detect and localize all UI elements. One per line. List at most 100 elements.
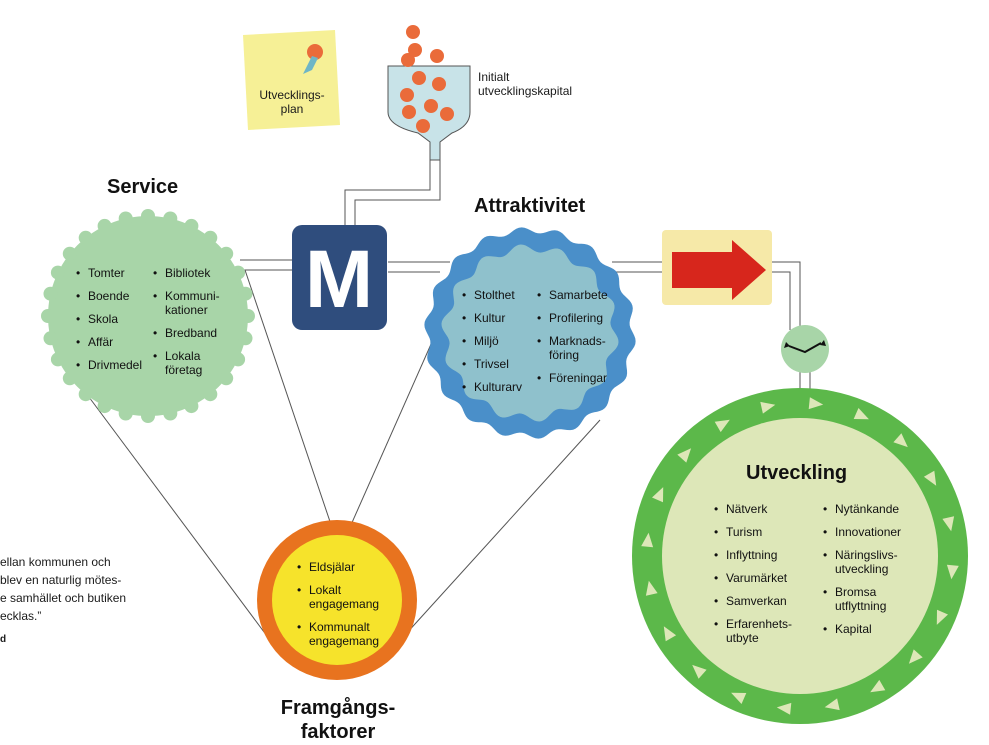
arrow-right-icon bbox=[672, 240, 766, 300]
list-item: Kommunalt engagemang bbox=[297, 620, 387, 648]
quote-text: ellan kommunen och blev en naturlig möte… bbox=[0, 553, 140, 625]
list-item: Turism bbox=[714, 525, 814, 539]
gear-tooth bbox=[41, 309, 55, 323]
ring-triangle bbox=[923, 470, 937, 486]
quote-line: blev en naturlig mötes- bbox=[0, 573, 122, 587]
ring-triangle bbox=[714, 419, 730, 433]
list-item: Samverkan bbox=[714, 594, 814, 608]
gear-tooth bbox=[118, 211, 133, 226]
list-item: Samarbete bbox=[537, 288, 617, 302]
list-item: Trivsel bbox=[462, 357, 537, 371]
quote-signature: d bbox=[0, 634, 7, 645]
ring-triangle bbox=[893, 433, 908, 448]
list-item: Kultur bbox=[462, 311, 537, 325]
list-item: Marknads- föring bbox=[537, 334, 617, 362]
attraktivitet-list-col1: Stolthet Kultur Miljö Trivsel Kulturarv bbox=[462, 288, 537, 403]
list-item: Kapital bbox=[823, 622, 923, 636]
pin-icon bbox=[307, 44, 323, 60]
list-item: Nätverk bbox=[714, 502, 814, 516]
list-item: Nytänkande bbox=[823, 502, 923, 516]
list-item: Profilering bbox=[537, 311, 617, 325]
gear-tooth bbox=[141, 409, 155, 423]
gear-tooth bbox=[43, 331, 58, 346]
service-teeth bbox=[41, 209, 255, 423]
seed-dots bbox=[400, 25, 454, 133]
list-item: Föreningar bbox=[537, 371, 617, 385]
pipe-funnel-to-m-inner bbox=[354, 160, 441, 225]
pipe-service-to-m bbox=[240, 259, 295, 271]
gear-tooth bbox=[78, 230, 93, 245]
ring-triangle bbox=[677, 448, 692, 463]
gear-tooth bbox=[50, 352, 65, 367]
seed-dot bbox=[432, 77, 446, 91]
gear-tooth bbox=[62, 246, 77, 261]
m-logo-letter: M bbox=[305, 234, 373, 325]
sticky-note bbox=[243, 30, 340, 130]
line-attraktivitet-to-framgang-right bbox=[404, 419, 601, 636]
utveckling-title: Utveckling bbox=[746, 462, 848, 484]
line-service-to-framgang-left bbox=[79, 384, 271, 641]
m-logo-box: M bbox=[292, 225, 387, 330]
list-item: Lokalt engagemang bbox=[297, 583, 387, 611]
gauge-needle-icon bbox=[788, 342, 822, 354]
ring-triangle bbox=[808, 397, 824, 410]
list-item: Drivmedel bbox=[76, 358, 146, 372]
m-logo-background bbox=[292, 225, 387, 330]
gear-tooth bbox=[43, 286, 58, 301]
attraktivitet-title: Attraktivitet bbox=[474, 195, 586, 217]
seed-dot bbox=[416, 119, 430, 133]
list-item: Bredband bbox=[153, 326, 233, 340]
seed-dot bbox=[412, 71, 426, 85]
list-item: Kommuni- kationer bbox=[153, 289, 233, 317]
gear-tooth bbox=[231, 265, 246, 280]
service-list-col1: Tomter Boende Skola Affär Drivmedel bbox=[76, 266, 146, 381]
ring-triangle bbox=[641, 532, 654, 548]
pipe-m-to-attraktivitet bbox=[388, 261, 450, 273]
seed-dot bbox=[402, 105, 416, 119]
seed-dot bbox=[440, 107, 454, 121]
list-item: Miljö bbox=[462, 334, 537, 348]
seed-dot bbox=[408, 43, 422, 57]
list-item: Stolthet bbox=[462, 288, 537, 302]
seed-dot bbox=[424, 99, 438, 113]
gear-tooth bbox=[78, 387, 93, 402]
funnel-shape bbox=[387, 65, 471, 161]
service-title: Service bbox=[107, 176, 179, 198]
gear-tooth bbox=[97, 399, 112, 414]
ring-triangle bbox=[946, 564, 959, 580]
ring-triangle bbox=[870, 679, 886, 693]
gear-tooth bbox=[238, 331, 253, 346]
list-item: Lokala företag bbox=[153, 349, 233, 377]
list-item: Bibliotek bbox=[153, 266, 233, 280]
list-item: Inflyttning bbox=[714, 548, 814, 562]
gear-tooth bbox=[238, 286, 253, 301]
list-item: Bromsa utflyttning bbox=[823, 585, 923, 613]
arrow-box bbox=[662, 230, 772, 305]
seed-dot bbox=[400, 88, 414, 102]
gear-tooth bbox=[50, 265, 65, 280]
list-item: Innovationer bbox=[823, 525, 923, 539]
attraktivitet-list-col2: Samarbete Profilering Marknads- föring F… bbox=[537, 288, 617, 394]
seed-dot bbox=[430, 49, 444, 63]
gear-tooth bbox=[163, 406, 178, 421]
gauge-dial bbox=[781, 325, 829, 373]
ring-triangle bbox=[942, 516, 955, 532]
gear-tooth bbox=[231, 352, 246, 367]
pipe-funnel-to-m-outer bbox=[344, 160, 431, 225]
gear-tooth bbox=[141, 209, 155, 223]
quote-line: e samhället och butiken bbox=[0, 591, 127, 605]
list-item: Tomter bbox=[76, 266, 146, 280]
note-label: Utvecklings- plan bbox=[259, 88, 325, 116]
ring-triangle bbox=[853, 408, 869, 420]
ring-triangle bbox=[645, 580, 658, 596]
gear-tooth bbox=[203, 387, 218, 402]
gear-tooth bbox=[97, 218, 112, 233]
ring-triangle bbox=[652, 487, 664, 503]
list-item: Boende bbox=[76, 289, 146, 303]
seed-dot bbox=[401, 53, 415, 67]
gear-tooth bbox=[184, 218, 199, 233]
ring-triangle bbox=[824, 698, 840, 711]
gear-tooth bbox=[241, 309, 255, 323]
framgang-title: Framgångs- faktorer bbox=[280, 697, 396, 743]
ring-triangle bbox=[776, 702, 792, 715]
